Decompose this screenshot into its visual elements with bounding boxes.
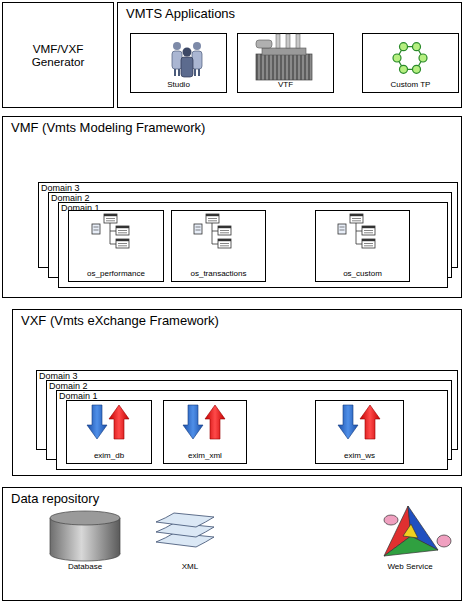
domain-label: Domain 3 <box>39 371 457 381</box>
exchange-arrows <box>87 405 129 439</box>
component-box: os_custom <box>315 210 410 282</box>
application-box: VTF <box>237 33 334 93</box>
table-icon <box>92 214 129 248</box>
box-label: os_performance <box>87 269 145 278</box>
panel-title: VXF (Vmts eXchange Framework) <box>21 314 461 329</box>
repository-panel: Data repository <box>2 487 462 601</box>
application-box: Studio <box>130 33 227 93</box>
icon-caption-wrap: Web Service <box>360 562 460 571</box>
application-box: Custom TP <box>362 33 459 93</box>
panel-title: VMF (Vmts Modeling Framework) <box>11 121 461 136</box>
box-label: exim_db <box>94 451 124 460</box>
table-icon <box>338 214 375 248</box>
icon-caption: XML <box>140 562 240 571</box>
domain-label: Domain 3 <box>41 183 457 193</box>
domain-box: Domain 1 os_performance os_transactions os_… <box>58 202 448 288</box>
box-label: VMF/VXF Generator <box>3 42 113 69</box>
exchange-arrows <box>338 405 380 439</box>
component-box: exim_ws <box>315 400 404 464</box>
transformer-icon <box>256 34 312 80</box>
icon-caption-wrap: Database <box>35 562 135 571</box>
xml-icon <box>156 513 214 547</box>
component-box: os_performance <box>68 210 164 282</box>
panel-title: Data repository <box>11 492 461 507</box>
domain-label: Domain 1 <box>59 391 447 401</box>
framework-panel: VMF (Vmts Modeling Framework)Domain 3Dom… <box>2 116 462 298</box>
box-label: os_transactions <box>190 269 246 278</box>
box-label: exim_ws <box>344 451 375 460</box>
box-label: exim_xml <box>188 451 222 460</box>
domain-box: Domain 1 exim_db exim_xml exim_ws <box>56 390 448 470</box>
network-icon <box>393 43 427 74</box>
table-icon <box>194 214 231 248</box>
component-box: exim_db <box>66 400 152 464</box>
domain-label: Domain 2 <box>49 381 451 391</box>
people-icon <box>172 42 202 77</box>
domain-label: Domain 1 <box>61 203 447 213</box>
component-box: exim_xml <box>163 400 247 464</box>
box-label: Custom TP <box>391 80 431 89</box>
webservice-icon <box>384 506 451 556</box>
applications-panel: VMTS ApplicationsStudio VTF Custom TP <box>117 2 462 108</box>
box-label: Studio <box>167 80 190 89</box>
box-label: VTF <box>278 80 293 89</box>
panel-title: VMTS Applications <box>126 7 461 22</box>
framework-panel: VXF (Vmts eXchange Framework)Domain 3Dom… <box>12 309 462 476</box>
generator-box: VMF/VXF Generator <box>2 2 114 108</box>
box-label: os_custom <box>343 269 382 278</box>
icon-caption-wrap: XML <box>140 562 240 571</box>
icon-caption: Web Service <box>360 562 460 571</box>
icon-caption: Database <box>35 562 135 571</box>
exchange-arrows <box>183 405 225 439</box>
domain-label: Domain 2 <box>51 193 451 203</box>
component-box: os_transactions <box>171 210 266 282</box>
database-icon <box>50 511 120 561</box>
